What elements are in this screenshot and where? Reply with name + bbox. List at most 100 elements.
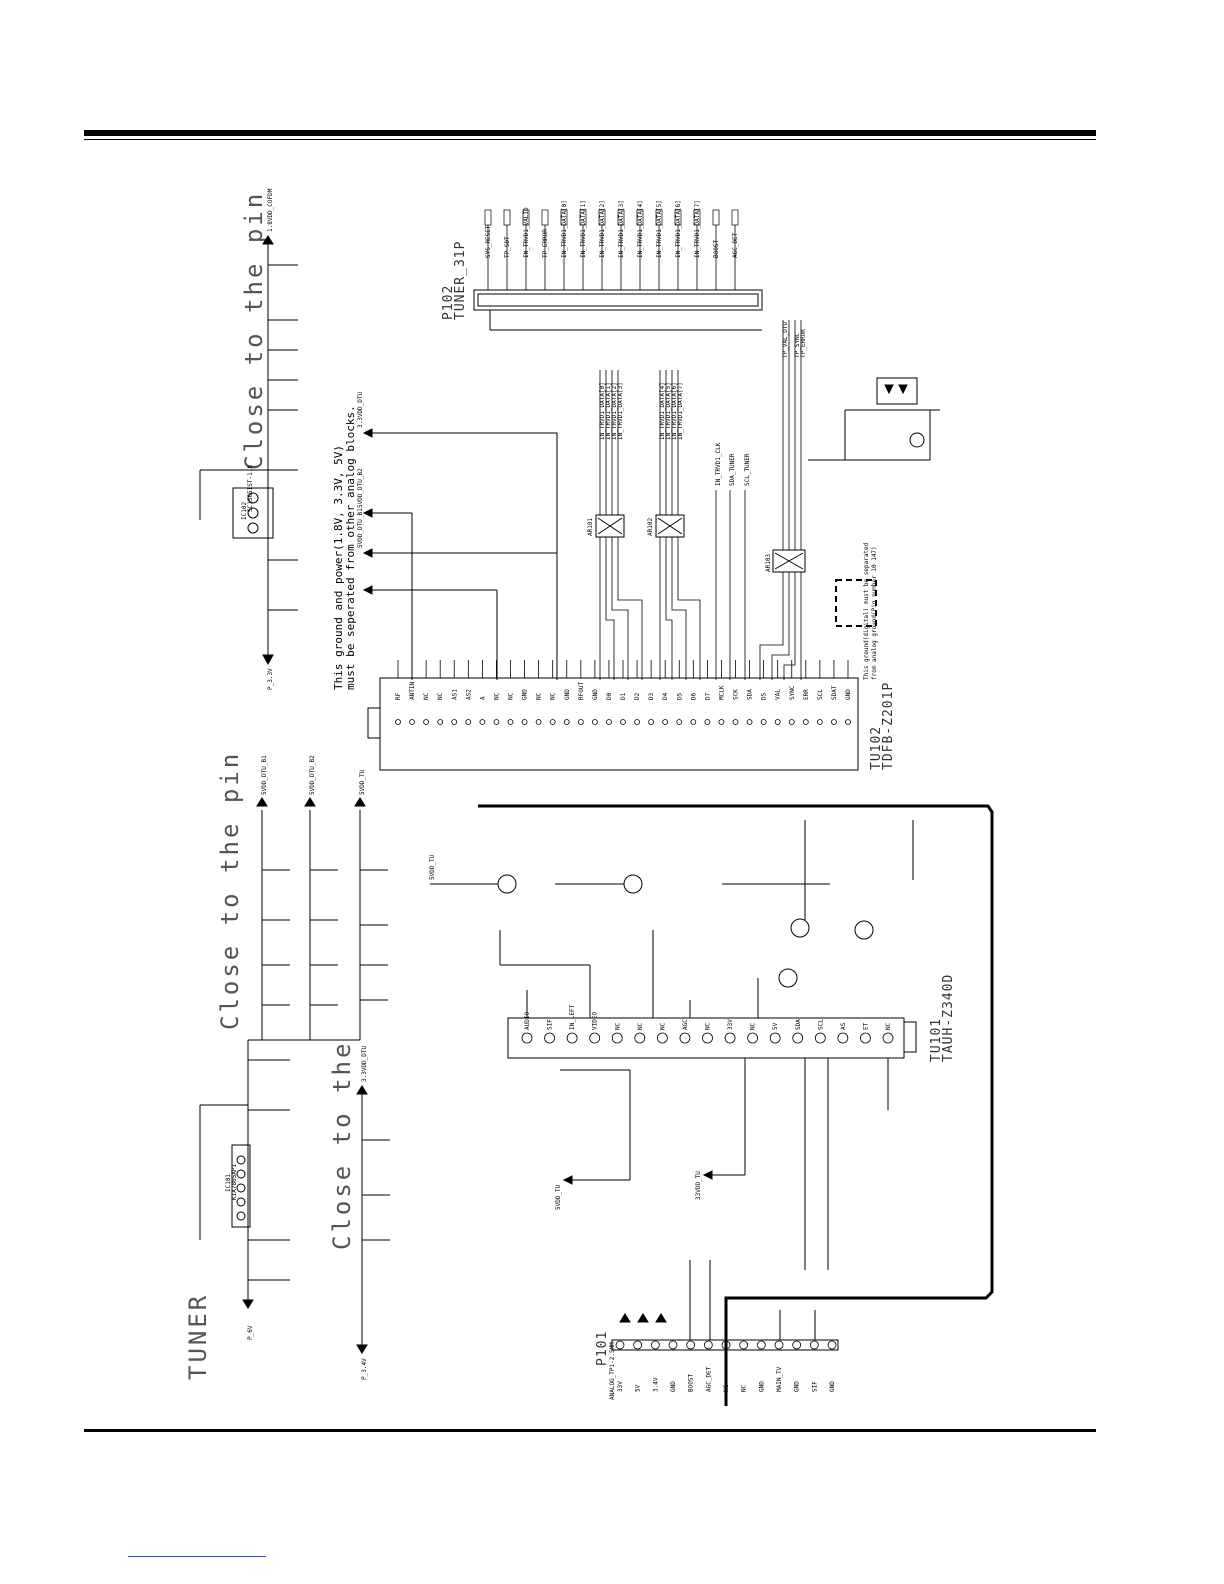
- tu102-part: TDFB-Z201P: [881, 682, 896, 770]
- tu102-pin-label: RFOUT: [578, 682, 585, 700]
- p101-pin-label: 33V: [617, 1381, 624, 1392]
- tu102-pin-label: GND: [522, 689, 529, 700]
- rail-p3v4: P_3.4V: [361, 1358, 368, 1380]
- tu102-pin-dot: [535, 719, 542, 725]
- tu102-pin-label: AS1: [451, 689, 458, 700]
- p102-signal-label: IN_TRVD1_VALID: [523, 207, 530, 258]
- ic102-part: SC1565IST-1.8: [247, 465, 254, 512]
- rail-arrows: [362, 428, 558, 680]
- svg-text:IN_TRVD1_DATA[1]: IN_TRVD1_DATA[1]: [605, 382, 612, 440]
- ar102: AR102: [647, 518, 654, 536]
- tu101-pin-dot: [860, 1032, 871, 1044]
- digital-ground-note-2: from analog ground(Pin number 10 147): [871, 546, 878, 680]
- tu102-pin-label: SCL: [817, 689, 824, 700]
- tu102-pin-label: MCLK: [718, 685, 725, 700]
- svg-text:IN_TRVD1_DATA[5]: IN_TRVD1_DATA[5]: [665, 382, 672, 440]
- tu101-pin-label: NC: [705, 1022, 712, 1030]
- tu102-pin-label: SCK: [733, 689, 740, 700]
- p101-pin-dot: [792, 1340, 802, 1350]
- tu102-pin-label: D5: [676, 692, 683, 700]
- section-title: TUNER: [184, 1293, 212, 1380]
- tu101-pin-label: 5V: [772, 1022, 779, 1030]
- tu101-circuit: [430, 804, 994, 1406]
- tu101-pin-label: SIF: [547, 1019, 554, 1030]
- tu101-pin-dot: [747, 1032, 759, 1044]
- tu102-pin-label: VAL: [775, 689, 782, 700]
- tu102-pin-dot: [634, 719, 640, 725]
- label-tp-val: TP_VAL_DTU: [782, 321, 789, 358]
- svg-text:IN_TRVD1_DATA[4]: IN_TRVD1_DATA[4]: [659, 382, 666, 440]
- p102-port-tag: [503, 209, 511, 226]
- p102-signal-label: TP_ERROR: [542, 229, 549, 258]
- tu101-pin-dot: [679, 1032, 691, 1044]
- p102-signal-label: IN_TRVD1_DATA[0]: [561, 200, 568, 258]
- rail-5vdd-tu-a: 5VDD_TU: [429, 854, 436, 880]
- p102-port-tag: [484, 209, 492, 226]
- p102-port-tag: [655, 209, 663, 226]
- p102-port-tag: [731, 209, 739, 226]
- p101-pin-dot: [739, 1340, 749, 1350]
- tu101-part: TAUH-Z340D: [941, 974, 956, 1062]
- tu102-pin-dot: [704, 719, 711, 725]
- ground-note-line2: must be seperated from other analog bloc…: [344, 405, 357, 690]
- resistor-arrays: [595, 514, 806, 573]
- header-rule-thin: [84, 139, 1096, 140]
- p101-connector: [611, 1260, 839, 1351]
- p102-port-tag: [541, 209, 549, 226]
- tu102-pin-dot: [577, 719, 584, 725]
- p101-pin-dot: [650, 1340, 660, 1350]
- tu102-pin-dot: [591, 719, 598, 725]
- tu101-pin-label: NC: [614, 1022, 621, 1030]
- footer-rule: [84, 1429, 1096, 1432]
- tu102-pin-dot: [662, 719, 669, 725]
- tu102-pin-label: D3: [648, 692, 655, 700]
- tu102-pin-label: D6: [690, 692, 697, 700]
- digital-ground-box: [835, 579, 877, 627]
- tu102-pin-dot: [802, 719, 809, 725]
- p101-pin-dot: [756, 1340, 766, 1350]
- tu102-pin-dot: [521, 719, 528, 725]
- tu102-pin-label: SDAT: [831, 685, 838, 700]
- p102-signal-label: AGC_DET: [732, 232, 739, 258]
- tu101-pin-label: AUDIO: [524, 1012, 531, 1030]
- tu101-pin-label: VIDEO: [592, 1012, 599, 1030]
- p102-signal-label: IN_TRVD1_DATA[7]: [694, 200, 701, 258]
- power-section-mid: [248, 797, 388, 1041]
- label-scl-tuner: SCL_TUNER: [744, 453, 751, 486]
- tu101-pin-label: AS: [840, 1022, 847, 1030]
- tu102-pin-label: GND: [564, 689, 571, 700]
- rail-5vdd-b2: 5VDD_DTU_B2: [309, 755, 316, 795]
- tu102-pin-dot: [479, 719, 486, 725]
- tu102-pin-label: D2: [634, 692, 641, 700]
- digital-ground-note-1: This ground(digital) must be separated: [863, 542, 870, 680]
- p101-pin-label: SIF: [811, 1381, 818, 1392]
- ic101-part: KIA7805API: [231, 1163, 238, 1200]
- tu102-pin-label: NC: [437, 692, 444, 700]
- label-tp-error: TP_ERROR: [800, 329, 807, 358]
- label-sda-tuner: SDA_TUNER: [729, 453, 736, 486]
- tu102-pin-dot: [465, 719, 472, 725]
- p101-pin-dot: [615, 1340, 625, 1350]
- p102-signal-label: TP_SDT: [504, 236, 511, 258]
- led-driver: [808, 377, 940, 461]
- tu102-pin-dot: [507, 719, 514, 725]
- label-tp-sync: TP_SYNC: [794, 332, 801, 358]
- tu101-pin-label: NC: [750, 1022, 757, 1030]
- tu102-pin-dot: [563, 719, 570, 725]
- p102-signal-label: IN_TRVD1_DATA[4]: [637, 200, 644, 258]
- p102-port-tag: [693, 209, 701, 226]
- p102-signal-label: IN_TRVD1_DATA[1]: [580, 200, 587, 258]
- tu101-pin-dot: [634, 1032, 646, 1044]
- p102-connector: [473, 289, 763, 331]
- p102-port-tag: [712, 209, 720, 226]
- tu102-pin-label: A: [479, 696, 486, 700]
- tu102-pin-dot: [437, 719, 444, 725]
- tu102-pin-dot: [746, 719, 753, 725]
- tu102-pin-label: NC: [508, 692, 515, 700]
- tu102-pin-label: ERR: [803, 689, 810, 700]
- tu101-module: [507, 1017, 917, 1059]
- p101-pin-label: AGC_DET: [705, 1366, 712, 1392]
- tu101-pin-label: ET: [862, 1022, 869, 1030]
- tu101-pin-dot: [769, 1032, 781, 1044]
